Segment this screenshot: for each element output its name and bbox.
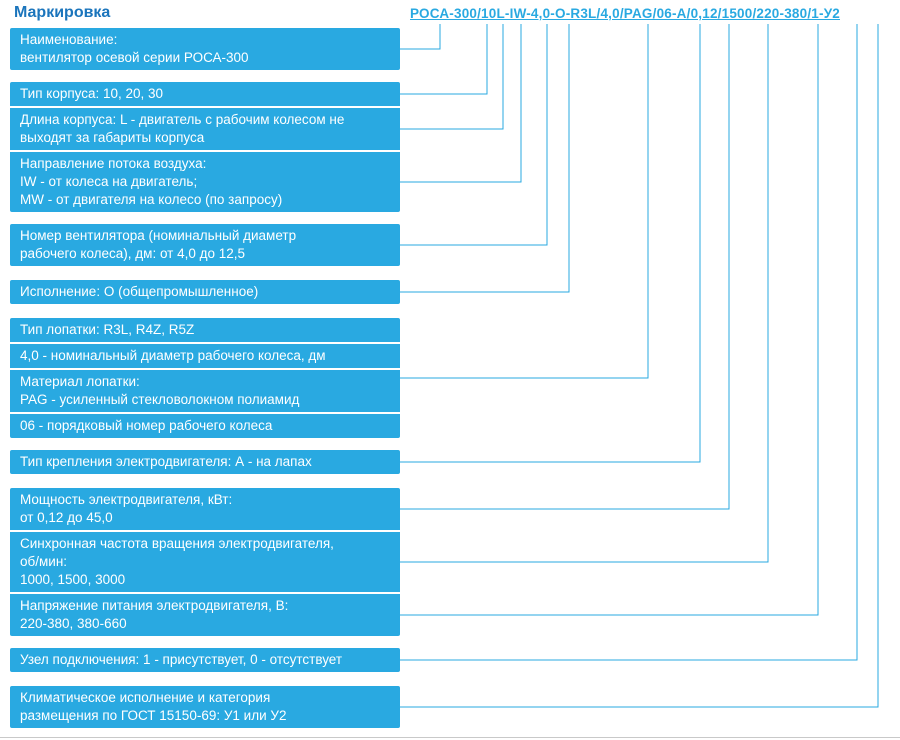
- text-line: IW - от колеса на двигатель;: [20, 174, 198, 189]
- sec-lopatka-tip: Тип лопатки: R3L, R4Z, R5Z: [10, 318, 400, 342]
- box-ispolnenie: Исполнение: О (общепромышленное): [10, 280, 400, 304]
- text-line: выходят за габариты корпуса: [20, 130, 205, 145]
- text-line: 06 - порядковый номер рабочего колеса: [20, 418, 273, 433]
- box-kreplenie: Тип крепления электродвигателя: А - на л…: [10, 450, 400, 474]
- text-line: Тип лопатки: R3L, R4Z, R5Z: [20, 322, 195, 337]
- text-line: Материал лопатки:: [20, 374, 140, 389]
- text-line: 1000, 1500, 3000: [20, 572, 126, 587]
- sec-naimenovanie: Наименование: вентилятор осевой серии РО…: [10, 28, 400, 70]
- text-line: вентилятор осевой серии РОСА-300: [20, 50, 249, 65]
- sec-dvigatel-chastota: Синхронная частота вращения электродвига…: [10, 530, 400, 592]
- text-line: 4,0 - номинальный диаметр рабочего колес…: [20, 348, 326, 363]
- connector-korpus-tip: [400, 24, 488, 95]
- connector-korpus-potok: [400, 24, 522, 183]
- text-line: Мощность электродвигателя, кВт:: [20, 492, 233, 507]
- sec-lopatka-diametr: 4,0 - номинальный диаметр рабочего колес…: [10, 342, 400, 368]
- text-line: рабочего колеса), дм: от 4,0 до 12,5: [20, 246, 246, 261]
- box-naimenovanie: Наименование: вентилятор осевой серии РО…: [10, 28, 400, 70]
- text-line: от 0,12 до 45,0: [20, 510, 113, 525]
- connector-moshchnost: [400, 24, 730, 510]
- connector-napryazhenie: [400, 24, 819, 616]
- sec-ispolnenie: Исполнение: О (общепромышленное): [10, 280, 400, 304]
- sec-lopatka-nomer-kolesa: 06 - порядковый номер рабочего колеса: [10, 412, 400, 438]
- text-line: Наименование:: [20, 32, 118, 47]
- text-line: об/мин:: [20, 554, 68, 569]
- connector-chastota: [400, 24, 769, 563]
- box-uzel: Узел подключения: 1 - присутствует, 0 - …: [10, 648, 400, 672]
- connector-uzel: [400, 24, 858, 661]
- text-line: Длина корпуса: L - двигатель с рабочим к…: [20, 112, 345, 127]
- text-line: Тип крепления электродвигателя: А - на л…: [20, 454, 312, 469]
- sec-dvigatel-napryazhenie: Напряжение питания электродвигателя, В: …: [10, 592, 400, 636]
- connector-ispolnenie: [400, 24, 570, 293]
- box-korpus: Тип корпуса: 10, 20, 30 Длина корпуса: L…: [10, 82, 400, 212]
- text-line: Синхронная частота вращения электродвига…: [20, 536, 334, 551]
- sec-korpus-dlina: Длина корпуса: L - двигатель с рабочим к…: [10, 106, 400, 150]
- connector-naimenovanie: [400, 24, 441, 50]
- box-nomer: Номер вентилятора (номинальный диаметр р…: [10, 224, 400, 266]
- connector-kreplenie: [400, 24, 701, 463]
- sec-uzel: Узел подключения: 1 - присутствует, 0 - …: [10, 648, 400, 672]
- bottom-divider: [0, 737, 900, 738]
- sec-klimat: Климатическое исполнение и категория раз…: [10, 686, 400, 728]
- sec-dvigatel-moshchnost: Мощность электродвигателя, кВт: от 0,12 …: [10, 488, 400, 530]
- text-line: Тип корпуса: 10, 20, 30: [20, 86, 164, 101]
- text-line: Напряжение питания электродвигателя, В:: [20, 598, 289, 613]
- text-line: Номер вентилятора (номинальный диаметр: [20, 228, 297, 243]
- text-line: Исполнение: О (общепромышленное): [20, 284, 259, 299]
- connector-klimat: [400, 24, 879, 708]
- text-line: Направление потока воздуха:: [20, 156, 207, 171]
- box-lopatka: Тип лопатки: R3L, R4Z, R5Z 4,0 - номинал…: [10, 318, 400, 438]
- sec-kreplenie: Тип крепления электродвигателя: А - на л…: [10, 450, 400, 474]
- sec-lopatka-material: Материал лопатки: PAG - усиленный стекло…: [10, 368, 400, 412]
- connector-korpus-dlina: [400, 24, 504, 130]
- connector-lopatka: [400, 24, 649, 379]
- designation-code: РОСА-300/10L-IW-4,0-O-R3L/4,0/PAG/06-A/0…: [410, 6, 840, 21]
- sec-korpus-tip: Тип корпуса: 10, 20, 30: [10, 82, 400, 106]
- text-line: Климатическое исполнение и категория: [20, 690, 271, 705]
- text-line: 220-380, 380-660: [20, 616, 127, 631]
- text-line: MW - от двигателя на колесо (по запросу): [20, 192, 283, 207]
- box-klimat: Климатическое исполнение и категория раз…: [10, 686, 400, 728]
- text-line: Узел подключения: 1 - присутствует, 0 - …: [20, 652, 343, 667]
- text-line: размещения по ГОСТ 15150-69: У1 или У2: [20, 708, 287, 723]
- connector-nomer: [400, 24, 548, 246]
- page-title: Маркировка: [14, 4, 111, 21]
- sec-korpus-potok: Направление потока воздуха: IW - от коле…: [10, 150, 400, 212]
- box-dvigatel: Мощность электродвигателя, кВт: от 0,12 …: [10, 488, 400, 636]
- text-line: PAG - усиленный стекловолокном полиамид: [20, 392, 300, 407]
- sec-nomer: Номер вентилятора (номинальный диаметр р…: [10, 224, 400, 266]
